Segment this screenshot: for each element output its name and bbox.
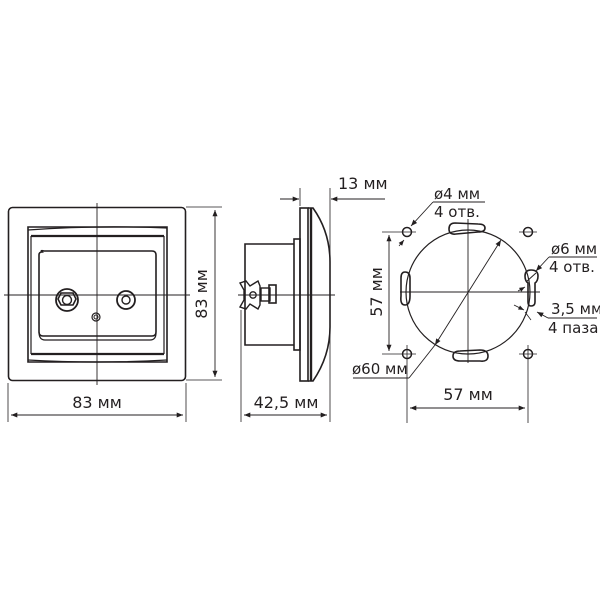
inner-frame <box>27 226 168 363</box>
side-depth-label: 42,5 мм <box>254 393 319 412</box>
corner-hole-tl <box>382 226 416 238</box>
tv-connector-icon <box>55 288 79 312</box>
hole-small-count: 4 отв. <box>434 203 480 221</box>
back-box <box>244 243 294 346</box>
diameter-label: ø60 мм <box>352 360 408 378</box>
face-plate <box>38 249 157 337</box>
fm-connector-icon <box>116 290 136 310</box>
hole-small-label: ø4 мм <box>434 185 480 203</box>
screw-icon <box>91 312 101 322</box>
corner-hole-tr <box>519 226 537 238</box>
mounting-view: ø60 мм ø4 мм 4 отв. ø6 мм 4 отв. 3,5 мм … <box>352 185 600 423</box>
front-width-label: 83 мм <box>72 393 122 412</box>
spacing-vertical-label: 57 мм <box>367 267 386 317</box>
slot-left <box>400 271 411 306</box>
side-view: 13 мм 42,5 мм <box>238 174 388 422</box>
hole-large-count: 4 отв. <box>549 258 595 276</box>
front-view: 83 мм 83 мм <box>4 203 222 422</box>
hole-large-label: ø6 мм <box>551 240 597 258</box>
slot-bottom <box>452 349 489 362</box>
slot-count: 4 паза <box>548 319 598 337</box>
corner-hole-bl <box>382 345 416 423</box>
cover-plate <box>299 207 309 382</box>
cover-dome <box>308 207 331 382</box>
front-height-label: 83 мм <box>192 269 211 319</box>
side-protrusion-label: 13 мм <box>338 174 388 193</box>
slot-right <box>524 269 539 307</box>
spacing-horizontal-label: 57 мм <box>443 385 493 404</box>
slot-top <box>448 222 486 235</box>
slot-width-label: 3,5 мм <box>551 300 600 318</box>
corner-hole-br <box>519 345 537 423</box>
